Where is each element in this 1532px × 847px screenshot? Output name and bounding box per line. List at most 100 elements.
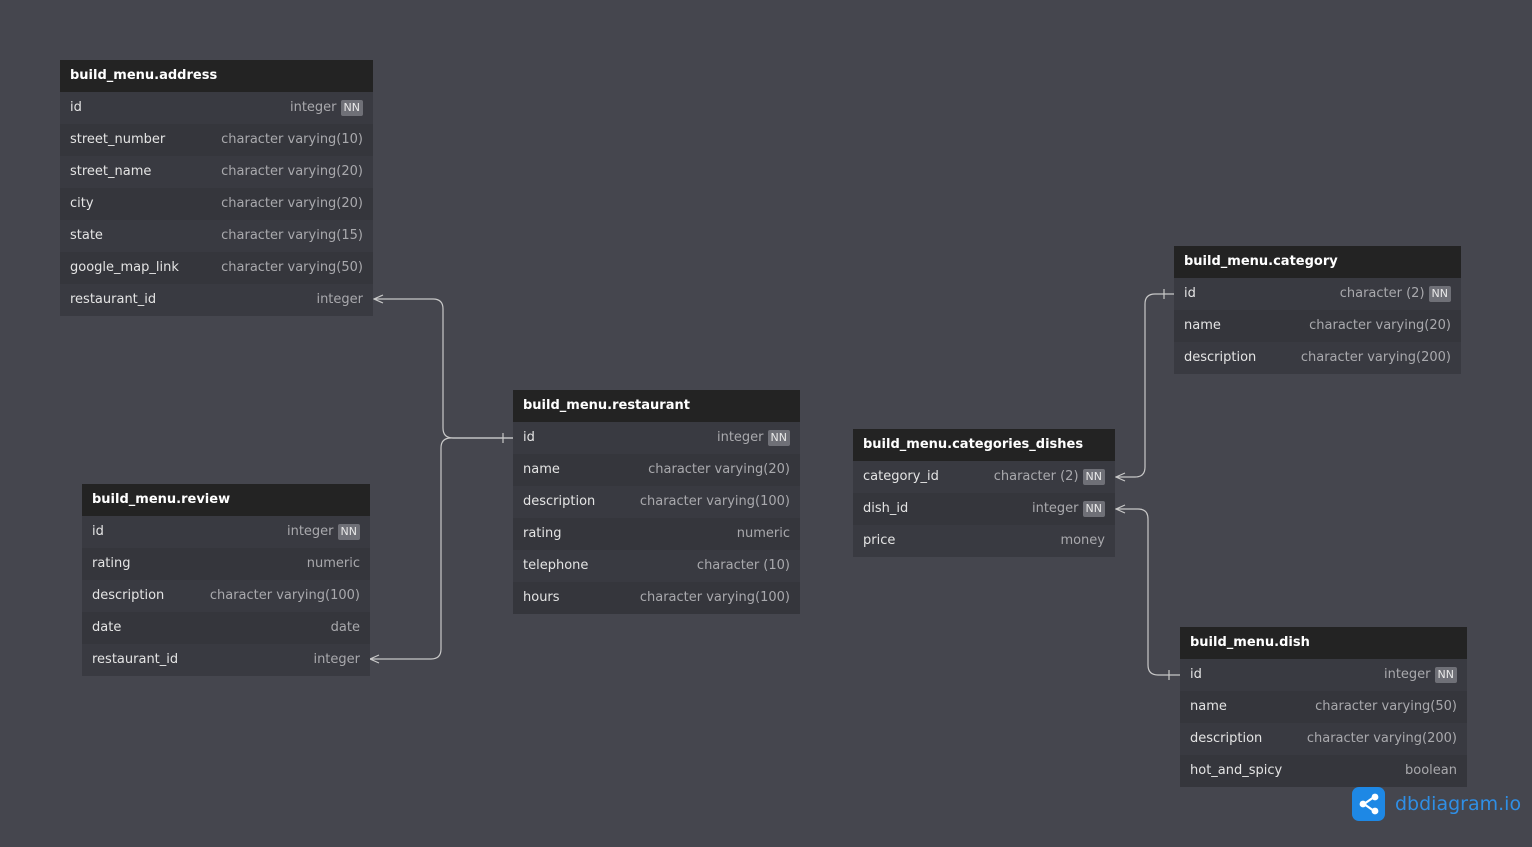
rel-address-restaurant[interactable] — [372, 294, 513, 443]
field-name: name — [523, 462, 560, 477]
field-row-telephone[interactable]: telephone character (10) — [513, 550, 800, 582]
field-row-restaurant-id[interactable]: restaurant_id integer — [60, 284, 373, 316]
field-type: integer — [313, 652, 360, 667]
table-title[interactable]: build_menu.categories_dishes — [853, 429, 1115, 461]
field-type: character varying(200) — [1300, 350, 1451, 365]
field-name: rating — [523, 526, 562, 541]
field-name: id — [70, 100, 82, 115]
not-null-badge: NN — [1434, 667, 1457, 683]
field-name: restaurant_id — [70, 292, 157, 307]
field-row-hot-and-spicy[interactable]: hot_and_spicy boolean — [1180, 755, 1467, 787]
not-null-badge: NN — [1082, 501, 1105, 517]
field-row-name[interactable]: name character varying(50) — [1180, 691, 1467, 723]
field-row-description[interactable]: description character varying(200) — [1174, 342, 1461, 374]
field-row-description[interactable]: description character varying(100) — [82, 580, 370, 612]
field-name: street_number — [70, 132, 166, 147]
not-null-badge: NN — [1082, 469, 1105, 485]
field-name: id — [1184, 286, 1196, 301]
field-type: character (10) — [696, 558, 790, 573]
field-type: date — [330, 620, 360, 635]
field-row-street-number[interactable]: street_number character varying(10) — [60, 124, 373, 156]
field-row-price[interactable]: price money — [853, 525, 1115, 557]
field-row-description[interactable]: description character varying(200) — [1180, 723, 1467, 755]
table-categories-dishes[interactable]: build_menu.categories_dishes category_id… — [853, 429, 1115, 557]
table-title[interactable]: build_menu.restaurant — [513, 390, 800, 422]
field-row-street-name[interactable]: street_name character varying(20) — [60, 156, 373, 188]
rel-categories-dishes-dish[interactable] — [1114, 504, 1180, 680]
field-name: id — [1190, 667, 1202, 682]
rel-categories-dishes-category[interactable] — [1114, 289, 1174, 482]
brand-logo[interactable]: dbdiagram.io — [1352, 787, 1521, 821]
field-name: dish_id — [863, 501, 909, 516]
field-name: name — [1184, 318, 1221, 333]
field-row-description[interactable]: description character varying(100) — [513, 486, 800, 518]
field-row-name[interactable]: name character varying(20) — [513, 454, 800, 486]
field-type: integer — [316, 292, 363, 307]
field-name: telephone — [523, 558, 589, 573]
field-type: numeric — [306, 556, 360, 571]
field-type: character varying(50) — [1315, 699, 1457, 714]
table-category[interactable]: build_menu.category id character (2)NN n… — [1174, 246, 1461, 374]
field-name: description — [92, 588, 165, 603]
field-name: state — [70, 228, 103, 243]
field-type: character varying(100) — [639, 494, 790, 509]
field-row-rating[interactable]: rating numeric — [513, 518, 800, 550]
field-type: character varying(20) — [221, 196, 363, 211]
field-type: money — [1060, 533, 1105, 548]
field-row-city[interactable]: city character varying(20) — [60, 188, 373, 220]
field-row-google-map-link[interactable]: google_map_link character varying(50) — [60, 252, 373, 284]
table-title[interactable]: build_menu.address — [60, 60, 373, 92]
table-title[interactable]: build_menu.category — [1174, 246, 1461, 278]
field-name: description — [523, 494, 596, 509]
field-name: google_map_link — [70, 260, 179, 275]
field-row-category-id[interactable]: category_id character (2)NN — [853, 461, 1115, 493]
not-null-badge: NN — [767, 430, 790, 446]
brand-name: dbdiagram.io — [1395, 793, 1522, 815]
field-type: character varying(10) — [221, 132, 363, 147]
field-name: rating — [92, 556, 131, 571]
field-row-hours[interactable]: hours character varying(100) — [513, 582, 800, 614]
share-nodes-icon — [1352, 787, 1385, 821]
field-type: character (2)NN — [994, 461, 1105, 493]
field-type: character varying(100) — [639, 590, 790, 605]
field-name: city — [70, 196, 94, 211]
field-row-id[interactable]: id character (2)NN — [1174, 278, 1461, 310]
field-name: description — [1184, 350, 1257, 365]
field-type: numeric — [736, 526, 790, 541]
field-row-state[interactable]: state character varying(15) — [60, 220, 373, 252]
table-title[interactable]: build_menu.review — [82, 484, 370, 516]
field-name: description — [1190, 731, 1263, 746]
field-type: character varying(100) — [209, 588, 360, 603]
not-null-badge: NN — [1428, 286, 1451, 302]
field-name: name — [1190, 699, 1227, 714]
field-name: id — [92, 524, 104, 539]
field-type: character varying(20) — [221, 164, 363, 179]
field-row-name[interactable]: name character varying(20) — [1174, 310, 1461, 342]
field-type: character varying(20) — [648, 462, 790, 477]
field-row-date[interactable]: date date — [82, 612, 370, 644]
field-name: hours — [523, 590, 560, 605]
field-name: id — [523, 430, 535, 445]
field-row-rating[interactable]: rating numeric — [82, 548, 370, 580]
field-row-restaurant-id[interactable]: restaurant_id integer — [82, 644, 370, 676]
field-type: character varying(200) — [1306, 731, 1457, 746]
field-type: boolean — [1405, 763, 1457, 778]
rel-review-restaurant[interactable] — [368, 437, 513, 664]
field-type: character varying(50) — [221, 260, 363, 275]
field-name: hot_and_spicy — [1190, 763, 1283, 778]
table-title[interactable]: build_menu.dish — [1180, 627, 1467, 659]
